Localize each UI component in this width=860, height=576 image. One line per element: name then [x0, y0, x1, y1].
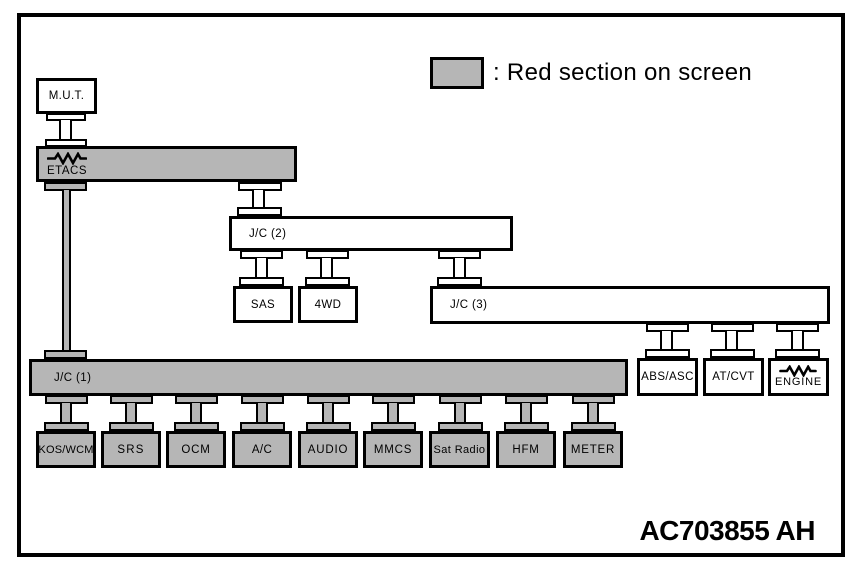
node-label: METER: [570, 443, 616, 456]
connector-jc1-ocm-botbar: [174, 422, 219, 431]
node-label: 4WD: [314, 298, 342, 311]
connector-jc1-mmcs-botbar: [371, 422, 416, 431]
connector-jc2-4wd-botbar: [305, 277, 350, 286]
node-label: MMCS: [373, 443, 413, 456]
bus-jc3: J/C (3): [430, 286, 830, 324]
connector-jc3-atcvt-botbar: [710, 349, 755, 358]
connector-jc2-sas-stem: [255, 258, 268, 278]
connector-etacs-jc2-botbar: [237, 207, 282, 216]
connector-jc3-abs-botbar: [645, 349, 690, 358]
connector-jc1-mmcs-stem: [387, 403, 399, 423]
node-label: ABS/ASC: [641, 371, 694, 383]
connector-jc1-kos-botbar: [44, 422, 89, 431]
node-hfm: HFM: [496, 431, 556, 468]
node-engine: ENGINE: [768, 358, 829, 396]
connector-jc3-abs-stem: [660, 331, 673, 350]
node-label: OCM: [181, 443, 211, 456]
connector-jc1-srs-stem: [125, 403, 137, 423]
connector-jc1-meter-stem: [587, 403, 599, 423]
node-label: HFM: [512, 443, 540, 456]
connector-jc1-kos-stem: [60, 403, 72, 423]
node-label: SRS: [117, 443, 145, 456]
connector-etacs-jc1-stem: [62, 190, 71, 351]
node-label: SAS: [250, 298, 276, 311]
connector-jc1-hfm-stem: [520, 403, 532, 423]
node-label: A/C: [251, 443, 273, 456]
connector-jc3-atcvt-stem: [725, 331, 738, 350]
node-srs: SRS: [101, 431, 161, 468]
node-kos-wcm: KOS/WCM: [36, 431, 96, 468]
bus-label: J/C (1): [54, 371, 92, 384]
connector-jc3-engine-botbar: [775, 349, 820, 358]
connector-jc1-srs-botbar: [109, 422, 154, 431]
connector-etacs-jc2-stem: [252, 190, 265, 209]
connector-etacs-jc1-botbar: [44, 350, 87, 359]
figure-code: AC703855 AH: [639, 515, 815, 546]
node-at-cvt: AT/CVT: [703, 358, 764, 396]
connector-jc2-4wd-stem: [320, 258, 333, 278]
node-label: ENGINE: [775, 376, 822, 389]
connector-jc1-ocm-stem: [190, 403, 202, 423]
node-abs-asc: ABS/ASC: [637, 358, 698, 396]
node-ac: A/C: [232, 431, 292, 468]
bus-jc1: J/C (1): [29, 359, 628, 396]
connector-jc1-ac-stem: [256, 403, 268, 423]
node-sat-radio: Sat Radio: [429, 431, 490, 468]
connector-jc1-meter-botbar: [571, 422, 616, 431]
connector-jc3-engine-stem: [791, 331, 804, 350]
connector-jc2-jc3-stem: [453, 258, 466, 278]
connector-jc2-jc3-botbar: [437, 277, 482, 286]
resistor-icon: [47, 152, 87, 165]
node-label: AUDIO: [307, 443, 349, 456]
legend-label: : Red section on screen: [493, 59, 753, 86]
node-label: KOS/WCM: [38, 443, 94, 456]
node-meter: METER: [563, 431, 623, 468]
node-label: AT/CVT: [712, 371, 755, 383]
bus-jc2: J/C (2): [229, 216, 513, 251]
legend-swatch: [430, 57, 484, 89]
connector-jc1-audio-stem: [322, 403, 334, 423]
connector-jc1-ac-botbar: [240, 422, 285, 431]
node-sas: SAS: [233, 286, 293, 323]
etacs-label-block: ETACS: [47, 152, 87, 177]
diagram-border: [17, 13, 845, 557]
connector-mut-etacs-stem: [59, 120, 72, 140]
connector-jc1-sat-botbar: [438, 422, 483, 431]
connector-jc2-sas-botbar: [239, 277, 284, 286]
bus-label: J/C (3): [450, 299, 488, 311]
engine-label-block: ENGINE: [775, 365, 822, 389]
node-audio: AUDIO: [298, 431, 358, 468]
node-mmcs: MMCS: [363, 431, 423, 468]
connector-jc1-hfm-botbar: [504, 422, 549, 431]
node-4wd: 4WD: [298, 286, 358, 323]
bus-label: ETACS: [47, 165, 87, 177]
node-label: Sat Radio: [433, 443, 486, 456]
resistor-icon: [779, 365, 818, 378]
bus-label: J/C (2): [249, 227, 287, 240]
node-ocm: OCM: [166, 431, 226, 468]
connector-jc1-sat-stem: [454, 403, 466, 423]
bus-etacs: ETACS: [36, 146, 297, 182]
connector-jc1-audio-botbar: [306, 422, 351, 431]
node-label: M.U.T.: [48, 90, 85, 102]
node-mut: M.U.T.: [36, 78, 97, 114]
